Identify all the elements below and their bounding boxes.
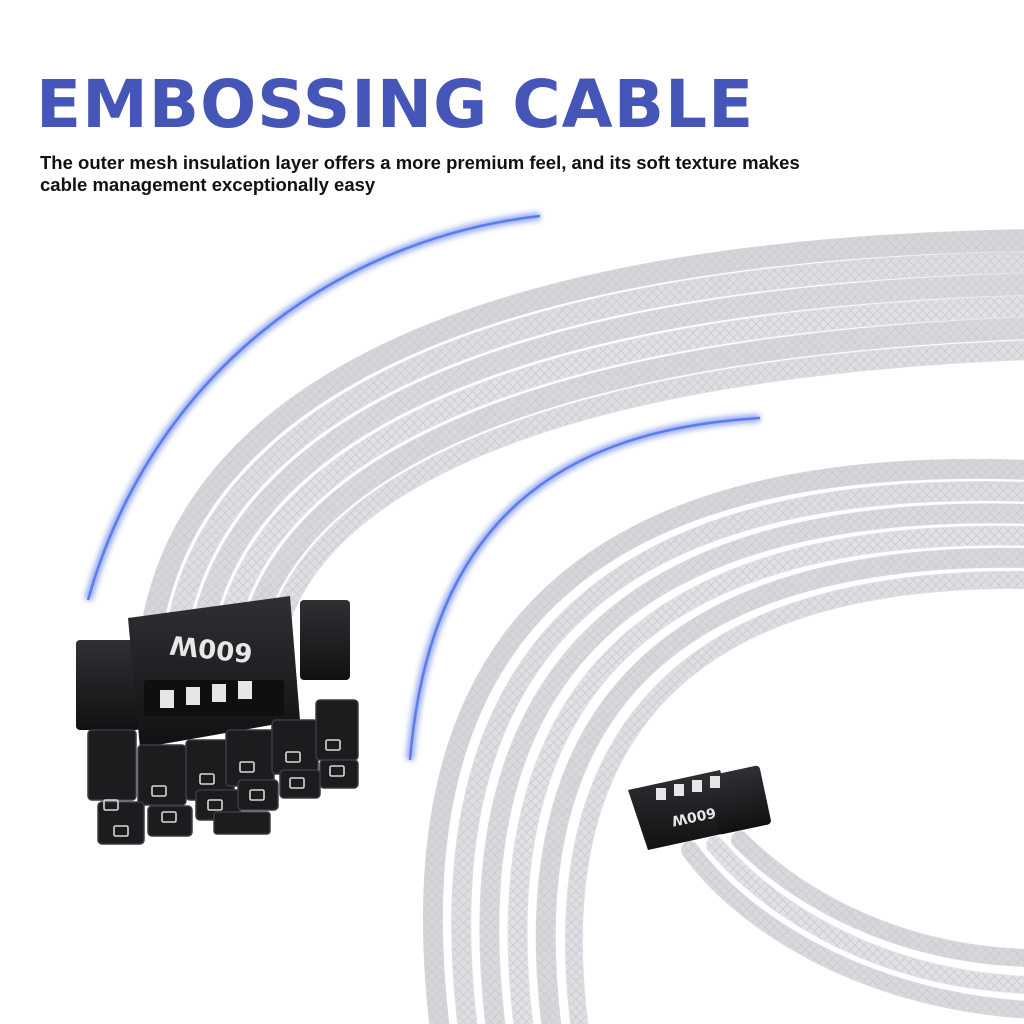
page-subtitle: The outer mesh insulation layer offers a… (40, 152, 800, 195)
page-title: EMBOSSING CABLE (36, 66, 755, 143)
glow-arc-right (406, 414, 761, 761)
cable-bundle-large (139, 229, 1024, 651)
connector-small: 600W (628, 765, 771, 850)
connector-large: 600W (76, 596, 359, 845)
glow-arc-left (84, 212, 541, 602)
cable-bundle-small (422, 458, 1024, 1024)
